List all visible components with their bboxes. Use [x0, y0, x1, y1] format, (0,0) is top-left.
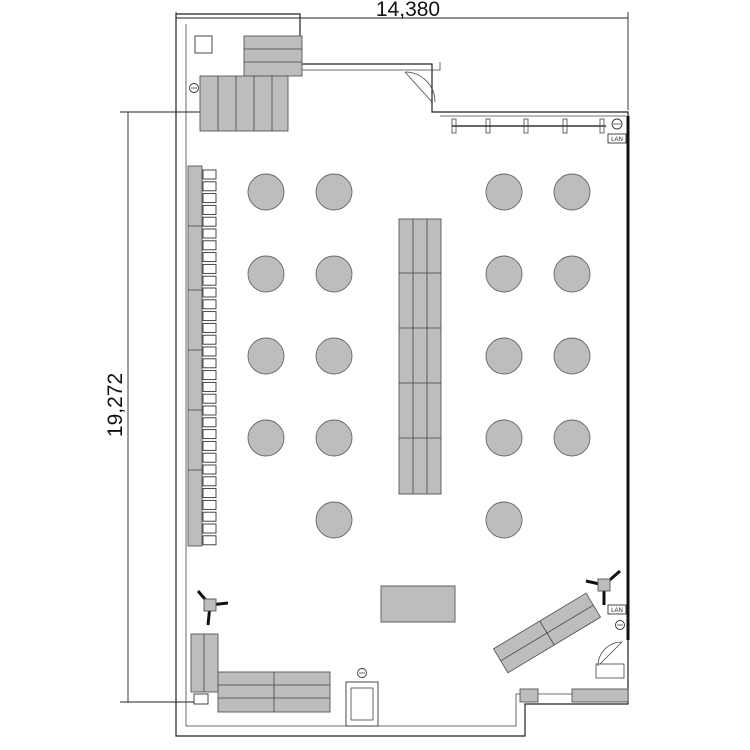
stacked-chairs: [199, 75, 289, 132]
chair: [202, 393, 217, 404]
entrance-door[interactable]: [404, 71, 436, 103]
round-table: [315, 501, 353, 539]
chair: [202, 452, 217, 463]
width-dimension: 14,380: [175, 0, 629, 110]
chair: [202, 275, 217, 286]
width-label: 14,380: [376, 0, 440, 21]
left-wall-chairs: [202, 169, 217, 546]
chair: [202, 429, 217, 440]
round-table: [553, 419, 591, 457]
outlet-icon: [357, 668, 367, 678]
lan-port-icon: LAN: [607, 133, 627, 144]
lan-label: LAN: [611, 137, 623, 143]
chair: [202, 181, 217, 192]
bottom-tables: [217, 671, 331, 713]
bottom-left-table: [190, 633, 219, 705]
speaker-tripod-icon: [585, 569, 621, 605]
speaker-tripod-icon: [196, 590, 229, 626]
chair: [202, 334, 217, 345]
outlet-icon: [615, 620, 625, 630]
round-table: [315, 255, 353, 293]
chair: [202, 193, 217, 204]
chair: [202, 263, 217, 274]
chair: [202, 511, 217, 522]
cabinet: [345, 681, 379, 727]
small-counter: [519, 688, 539, 703]
round-table: [315, 173, 353, 211]
chair: [202, 240, 217, 251]
chair: [202, 440, 217, 451]
top-stacked-tables: [243, 35, 303, 77]
small-box: [194, 35, 213, 54]
podium-table: [380, 585, 456, 623]
height-dimension: 19,272: [104, 111, 200, 703]
chair: [202, 216, 217, 227]
chair: [202, 499, 217, 510]
round-table: [247, 419, 285, 457]
round-table: [485, 173, 523, 211]
chair: [202, 311, 217, 322]
chair: [202, 381, 217, 392]
round-table: [485, 501, 523, 539]
round-table: [553, 255, 591, 293]
lan-label: LAN: [611, 608, 623, 614]
outlet-icon: [611, 118, 623, 130]
wall-fixture: [451, 118, 606, 134]
chair: [202, 405, 217, 416]
round-table: [553, 337, 591, 375]
chair: [202, 287, 217, 298]
center-long-tables: [398, 218, 442, 495]
chair: [202, 169, 217, 180]
chair: [202, 476, 217, 487]
height-label: 19,272: [104, 373, 127, 437]
round-table: [247, 173, 285, 211]
round-table: [315, 419, 353, 457]
round-tables: [247, 173, 591, 539]
chair: [202, 322, 217, 333]
side-door[interactable]: [595, 641, 625, 679]
chair: [202, 464, 217, 475]
round-table: [247, 255, 285, 293]
round-table: [315, 337, 353, 375]
chair: [202, 252, 217, 263]
chair: [202, 204, 217, 215]
chair: [202, 299, 217, 310]
chair: [202, 228, 217, 239]
chair: [202, 370, 217, 381]
chair: [202, 488, 217, 499]
chair: [202, 523, 217, 534]
chair: [202, 358, 217, 369]
lan-port-icon: LAN: [607, 604, 627, 615]
round-table: [485, 255, 523, 293]
left-wall-tables: [187, 165, 203, 547]
round-table: [485, 419, 523, 457]
chair: [202, 417, 217, 428]
counter: [571, 688, 629, 703]
chair: [202, 535, 217, 546]
round-table: [553, 173, 591, 211]
round-table: [247, 337, 285, 375]
round-table: [485, 337, 523, 375]
outlet-icon: [189, 83, 199, 93]
chair: [202, 346, 217, 357]
angled-tables: [492, 592, 602, 674]
